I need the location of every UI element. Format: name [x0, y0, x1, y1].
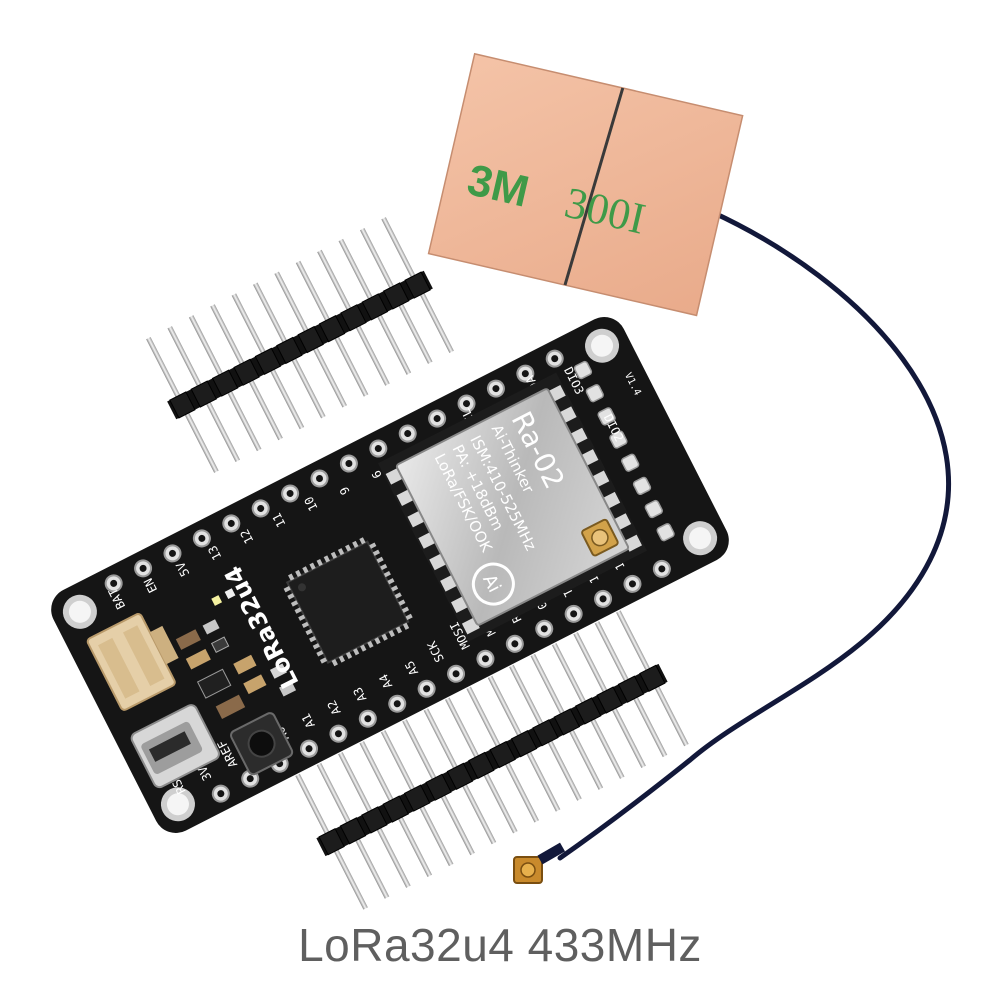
silk-label-en: EN: [141, 576, 160, 595]
lora32u4-board: BATEN5V131211109653SCL2SDA RST3V3AREFGND…: [51, 317, 729, 833]
pad: [597, 407, 616, 426]
pad: [585, 384, 604, 403]
pad: [573, 360, 593, 380]
silk-label-a1: A1: [299, 711, 318, 730]
silk-label-11: 11: [269, 511, 288, 530]
pad-row-right: [573, 360, 675, 542]
pad: [632, 476, 652, 496]
pad: [656, 523, 675, 542]
antenna-tape: 3M 300I: [427, 52, 744, 317]
silk-label-12: 12: [237, 527, 256, 546]
atmega32u4-chip: [283, 537, 413, 667]
product-caption: LoRa32u4 433MHz: [298, 919, 702, 971]
ra02-lora-module: Ra-02 Ai-Thinker ISM:410-525MHz PA: +18d…: [377, 372, 647, 642]
smd-components: [175, 588, 297, 719]
battery-connector: [86, 613, 179, 711]
ufl-connector: [513, 842, 566, 884]
silk-label-10: 10: [302, 494, 321, 513]
pin-header-top: [146, 217, 454, 473]
silk-label-13: 13: [205, 543, 224, 562]
mounting-holes: [62, 328, 718, 822]
pad-row-bottom: [211, 559, 671, 803]
silk-label-a5: A5: [402, 658, 421, 677]
pin-header-bottom: [295, 610, 689, 910]
silk-label-a4: A4: [376, 672, 395, 691]
silk-label-a2: A2: [325, 698, 344, 717]
reset-button: [230, 712, 294, 776]
pad: [621, 453, 640, 472]
silk-label-5v: 5V: [173, 560, 192, 579]
pad-row-top: [104, 349, 564, 593]
pad: [644, 499, 663, 519]
silk-label-a3: A3: [350, 685, 369, 704]
pad: [609, 430, 628, 449]
antenna-cable: [557, 209, 952, 861]
micro-usb-port: [130, 704, 220, 789]
antenna: 3M 300I: [427, 52, 952, 884]
ipex-connector: [581, 518, 619, 557]
